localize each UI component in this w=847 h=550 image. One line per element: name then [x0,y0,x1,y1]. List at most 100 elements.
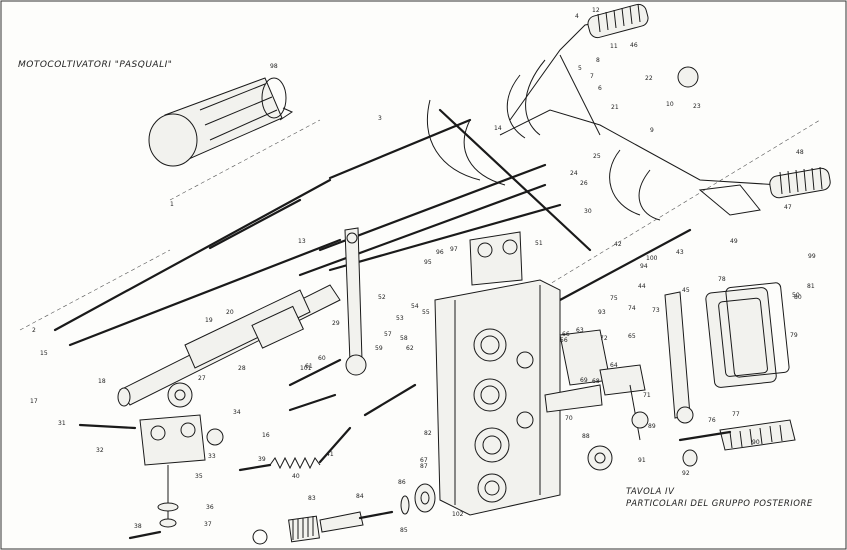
callout-label: 92 [682,470,690,477]
callout-label: 7 [590,73,594,80]
rods [19,108,821,417]
callout-label: 79 [790,332,798,339]
callout-label: 42 [614,241,622,248]
right-linkage [544,291,796,471]
callout-label: 81 [807,283,815,290]
callout-label: 80 [794,294,802,301]
callout-label: 69 [580,377,588,384]
callout-label: 4 [575,13,579,20]
callout-label: 60 [318,355,326,362]
callout-label: 3 [378,115,382,122]
callout-label: 51 [535,240,543,247]
part-spring [238,426,352,472]
callout-label: 28 [238,365,246,372]
callout-label: 55 [422,309,430,316]
callout-label: 95 [424,259,432,266]
callout-label: 73 [652,307,660,314]
callout-label: 20 [226,309,234,316]
callout-label: 101 [300,365,312,372]
callout-label: 37 [204,521,212,528]
callout-label: 91 [638,457,646,464]
callout-label: 44 [638,283,646,290]
callout-label: 102 [452,511,464,518]
part-tank [148,77,294,167]
callout-label: 31 [58,420,66,427]
callout-label: 33 [208,453,216,460]
callout-label: 10 [666,101,674,108]
callout-label: 53 [396,315,404,322]
plate-number: TAVOLA IV [626,487,675,497]
callout-label: 27 [198,375,206,382]
callout-label: 78 [718,276,726,283]
callout-label: 26 [580,180,588,187]
callout-label: 84 [356,493,364,500]
callout-label: 19 [205,317,213,324]
callout-label: 87 [420,463,428,470]
cover-plate [705,282,790,388]
callout-label: 49 [730,238,738,245]
callout-label: 82 [424,430,432,437]
callout-label: 11 [610,43,618,50]
callout-label: 83 [308,495,316,502]
callout-label: 74 [628,305,636,312]
callout-label: 38 [134,523,142,530]
callout-label: 23 [693,103,701,110]
callout-label: 35 [195,473,203,480]
callout-label: 70 [565,415,573,422]
part-lever [344,227,367,376]
callout-label: 24 [570,170,578,177]
callout-label: 97 [450,246,458,253]
callout-label: 75 [610,295,618,302]
plate-title: PARTICOLARI DEL GRUPPO POSTERIORE [626,499,813,509]
callout-label: 67 [420,457,428,464]
callout-label: 100 [646,255,658,262]
callout-label: 12 [592,7,600,14]
gearbox-housing [434,231,561,516]
bottom-parts [128,483,436,545]
callout-label: 59 [375,345,383,352]
callout-label: 30 [584,208,592,215]
callout-label: 88 [582,433,590,440]
callout-label: 46 [630,42,638,49]
callout-label: 63 [576,327,584,334]
callout-label: 41 [326,451,334,458]
callout-label: 29 [332,320,340,327]
callout-label: 72 [600,335,608,342]
callout-label: 96 [436,249,444,256]
callout-label: 9 [650,127,654,134]
callout-label: 43 [676,249,684,256]
callout-label: 6 [598,85,602,92]
callout-label: 34 [233,409,241,416]
callout-label: 64 [610,362,618,369]
callout-label: 86 [398,479,406,486]
callout-label: 65 [628,333,636,340]
callout-label: 68 [592,378,600,385]
callout-label: 17 [30,398,38,405]
callout-label: 8 [596,57,600,64]
callout-label: 50 [792,292,800,299]
callout-label: 77 [732,411,740,418]
guide-tubes [117,284,341,408]
callout-label: 54 [411,303,419,310]
callout-label: 22 [645,75,653,82]
brand-header: MOTOCOLTIVATORI "PASQUALI" [18,60,173,70]
callout-label: 76 [708,417,716,424]
callout-label: 48 [796,149,804,156]
callout-label: 32 [96,447,104,454]
callout-label: 18 [98,378,106,385]
callout-label: 13 [298,238,306,245]
callout-label: 15 [40,350,48,357]
callout-label: 36 [206,504,214,511]
callout-label: 99 [808,253,816,260]
callout-label: 61 [305,363,313,370]
part-fork-bracket [78,414,224,528]
handlebar-frame [426,3,831,221]
callout-label: 94 [640,263,648,270]
callout-label: 71 [643,392,651,399]
callout-label: 25 [593,153,601,160]
callout-label: 47 [784,204,792,211]
callout-label: 89 [648,423,656,430]
